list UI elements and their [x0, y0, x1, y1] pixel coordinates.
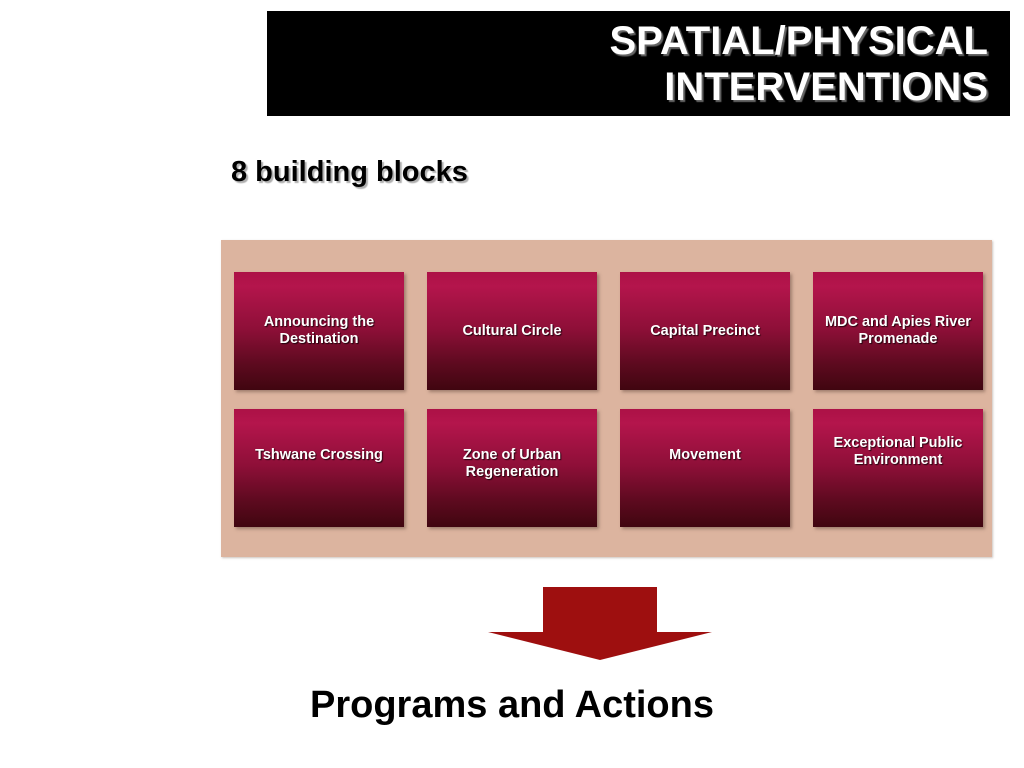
slide-title-line-2: INTERVENTIONS [664, 64, 988, 109]
building-block-announcing-the-destination[interactable]: Announcing the Destination [234, 272, 404, 390]
building-block-mdc-and-apies-river-promenade[interactable]: MDC and Apies River Promenade [813, 272, 983, 390]
building-block-label: Zone of Urban Regeneration [462, 447, 562, 480]
building-block-label: Capital Precinct [650, 322, 760, 339]
slide-subheading: 8 building blocks [231, 156, 468, 188]
slide-title-banner: SPATIAL/PHYSICAL INTERVENTIONS [267, 11, 1010, 116]
down-arrow-shape [488, 587, 712, 660]
building-blocks-grid: Announcing the Destination Cultural Circ… [234, 272, 983, 527]
building-block-label: MDC and Apies River Promenade [824, 314, 972, 347]
building-block-label: Announcing the Destination [263, 314, 375, 347]
down-arrow-icon [488, 587, 712, 660]
building-block-tshwane-crossing[interactable]: Tshwane Crossing [234, 409, 404, 527]
building-block-zone-of-urban-regeneration[interactable]: Zone of Urban Regeneration [427, 409, 597, 527]
slide-title-line-1: SPATIAL/PHYSICAL [609, 18, 988, 63]
building-block-label: Exceptional Public Environment [833, 435, 963, 468]
building-block-label: Movement [669, 447, 741, 463]
building-block-movement[interactable]: Movement [620, 409, 790, 527]
building-block-label: Tshwane Crossing [255, 447, 383, 463]
building-block-capital-precinct[interactable]: Capital Precinct [620, 272, 790, 390]
building-block-cultural-circle[interactable]: Cultural Circle [427, 272, 597, 390]
building-block-exceptional-public-environment[interactable]: Exceptional Public Environment [813, 409, 983, 527]
footer-label: Programs and Actions [309, 684, 714, 726]
building-block-label: Cultural Circle [462, 322, 562, 339]
